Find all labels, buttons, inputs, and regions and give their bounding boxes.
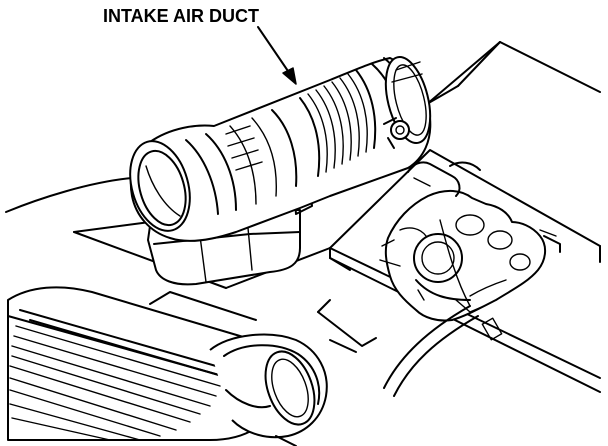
resonator-outlet [209, 333, 328, 446]
clamp-screw [390, 120, 410, 140]
idle-valve [487, 230, 513, 250]
sensor-housing [455, 214, 485, 236]
throttle-cable [383, 219, 479, 397]
intake-air-duct [129, 56, 432, 286]
sensor-wire [415, 279, 471, 301]
callout-leader-line [257, 26, 291, 75]
throttle-body-assembly [379, 161, 561, 341]
callout-label: INTAKE AIR DUCT [103, 6, 259, 26]
connector-block [481, 317, 503, 341]
callout-arrowhead [282, 67, 297, 85]
valve-cap [509, 253, 531, 271]
throttle-plate-circle [413, 233, 463, 283]
callout-group: INTAKE AIR DUCT [103, 6, 297, 85]
throttle-body-plate [329, 149, 601, 271]
lower-bracket [317, 299, 377, 353]
resonator-cover [7, 286, 277, 441]
throttle-bore [421, 241, 455, 275]
